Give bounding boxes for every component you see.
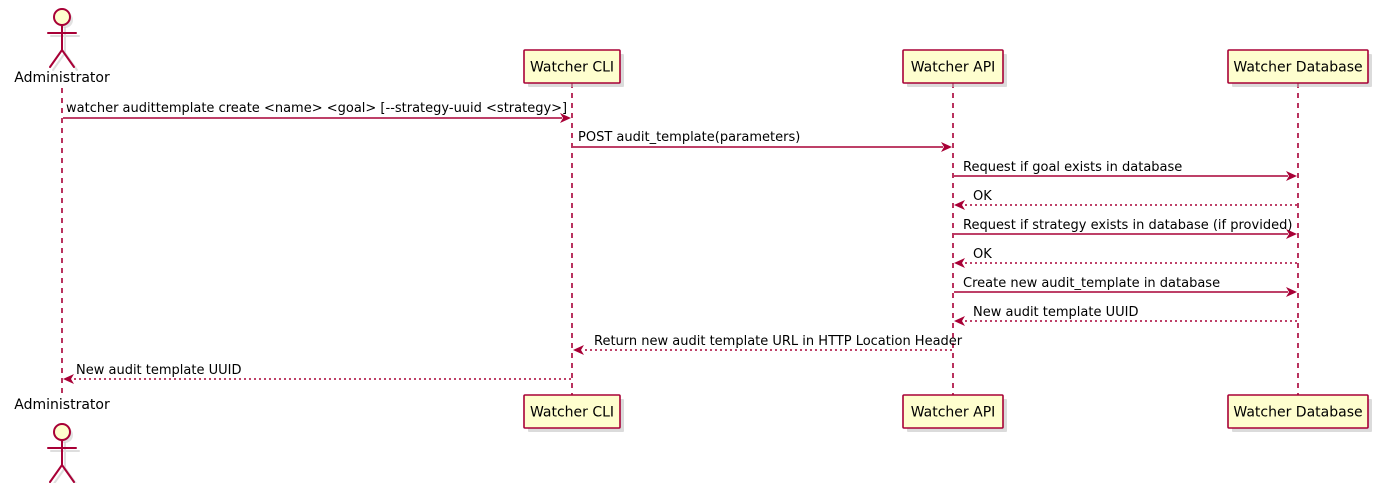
message-arrowhead [1286, 229, 1297, 239]
participant-box-watcher-cli-top[interactable]: Watcher CLI [523, 49, 624, 87]
participant-label: Watcher CLI [530, 405, 614, 421]
message-arrowhead [954, 200, 965, 210]
message-7[interactable]: Create new audit_template in database [954, 276, 1297, 297]
message-arrowhead [941, 142, 952, 152]
actor-body [47, 439, 77, 483]
message-label: POST audit_template(parameters) [578, 130, 800, 145]
message-arrowhead [560, 113, 571, 123]
message-label: Request if goal exists in database [963, 160, 1182, 175]
message-2[interactable]: POST audit_template(parameters) [573, 130, 952, 152]
message-label: OK [973, 189, 992, 204]
participant-label: Watcher API [911, 405, 996, 421]
message-1[interactable]: watcher audittemplate create <name> <goa… [63, 101, 571, 123]
message-9[interactable]: Return new audit template URL in HTTP Lo… [573, 334, 963, 355]
message-8[interactable]: New audit template UUID [954, 305, 1297, 326]
participant-box-watcher-cli-bottom[interactable]: Watcher CLI [523, 394, 624, 432]
message-label: watcher audittemplate create <name> <goa… [66, 101, 567, 116]
participant-label: Watcher API [911, 60, 996, 76]
message-label: New audit template UUID [973, 305, 1138, 320]
message-3[interactable]: Request if goal exists in database [954, 160, 1297, 181]
actor-label: Administrator [14, 70, 110, 86]
message-arrowhead [954, 258, 965, 268]
participant-label: Watcher Database [1233, 60, 1362, 76]
message-label: OK [973, 247, 992, 262]
message-label: Return new audit template URL in HTTP Lo… [594, 334, 963, 349]
message-arrowhead [573, 345, 584, 355]
message-6[interactable]: OK [954, 247, 1297, 268]
message-10[interactable]: New audit template UUID [63, 363, 571, 384]
message-label: Request if strategy exists in database (… [963, 218, 1292, 233]
actor-administrator-bottom[interactable]: Administrator [14, 397, 110, 483]
message-arrowhead [1286, 171, 1297, 181]
message-arrowhead [63, 374, 74, 384]
message-label: Create new audit_template in database [963, 276, 1220, 291]
participant-box-watcher-api-bottom[interactable]: Watcher API [902, 394, 1007, 432]
box-frame [1227, 394, 1369, 429]
participant-box-watcher-database-top[interactable]: Watcher Database [1227, 49, 1372, 87]
box-frame [523, 394, 621, 429]
box-frame [902, 394, 1004, 429]
actor-head-icon [53, 423, 71, 441]
box-frame [1227, 49, 1369, 84]
participant-box-watcher-api-top[interactable]: Watcher API [902, 49, 1007, 87]
box-frame [523, 49, 621, 84]
message-arrowhead [954, 316, 965, 326]
actor-body [47, 24, 77, 68]
message-4[interactable]: OK [954, 189, 1297, 210]
actor-body-shadow [50, 442, 80, 483]
participant-label: Watcher CLI [530, 60, 614, 76]
message-arrowhead [1286, 287, 1297, 297]
actor-label: Administrator [14, 397, 110, 413]
box-frame [902, 49, 1004, 84]
actor-head-icon [53, 8, 71, 26]
participant-label: Watcher Database [1233, 405, 1362, 421]
actor-body-shadow [50, 27, 80, 71]
actor-administrator-top[interactable]: Administrator [14, 8, 110, 86]
message-5[interactable]: Request if strategy exists in database (… [954, 218, 1297, 239]
message-label: New audit template UUID [76, 363, 241, 378]
participant-box-watcher-database-bottom[interactable]: Watcher Database [1227, 394, 1372, 432]
